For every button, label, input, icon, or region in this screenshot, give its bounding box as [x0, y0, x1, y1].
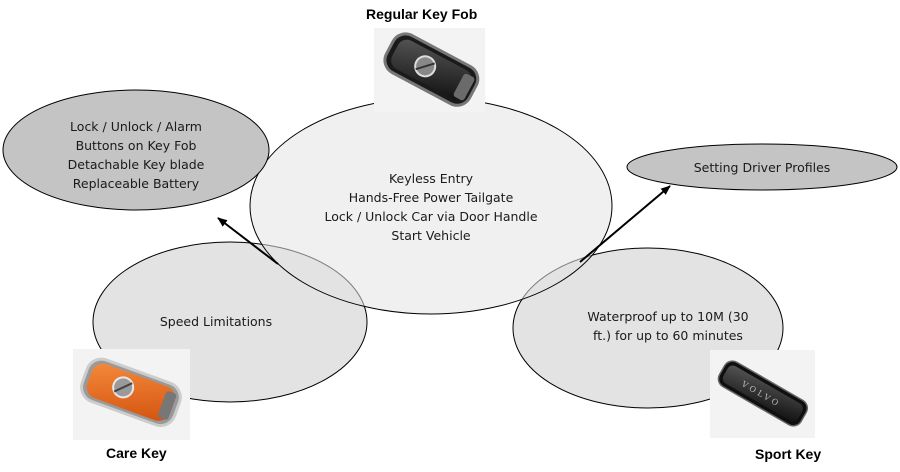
left-callout-oval [2, 89, 270, 211]
sport-key-feature: ft.) for up to 60 minutes [593, 328, 743, 343]
right-callout-text: Setting Driver Profiles [662, 158, 862, 177]
left-callout-line: Buttons on Key Fob [75, 138, 197, 153]
sport-key-title: Sport Key [755, 446, 822, 462]
regular-key-feature: Lock / Unlock Car via Door Handle [324, 209, 538, 224]
sport-key-image: VOLVO [710, 350, 815, 438]
sport-key-feature: Waterproof up to 10M (30 [587, 309, 749, 324]
regular-key-feature: Start Vehicle [391, 228, 471, 243]
care-key-features: Speed Limitations [116, 312, 316, 331]
sport-key-features: Waterproof up to 10M (30 ft.) for up to … [568, 307, 768, 345]
care-key-title: Care Key [106, 445, 167, 461]
care-key-image [73, 349, 190, 440]
left-callout-line: Replaceable Battery [72, 176, 200, 191]
regular-key-feature: Keyless Entry [388, 171, 474, 186]
regular-key-feature: Hands-Free Power Tailgate [348, 190, 514, 205]
arrow-to-left-callout [217, 217, 279, 265]
care-key-feature: Speed Limitations [159, 314, 273, 329]
left-callout-text: Lock / Unlock / Alarm Buttons on Key Fob… [36, 117, 236, 193]
right-callout-oval [626, 143, 898, 191]
left-callout-line: Lock / Unlock / Alarm [70, 119, 202, 134]
regular-key-fob-title: Regular Key Fob [366, 6, 478, 22]
regular-key-features: Keyless Entry Hands-Free Power Tailgate … [301, 169, 561, 245]
regular-key-fob-image [374, 28, 485, 112]
right-callout-line: Setting Driver Profiles [693, 160, 831, 175]
arrow-to-right-callout [579, 185, 671, 263]
left-callout-line: Detachable Key blade [67, 157, 205, 172]
